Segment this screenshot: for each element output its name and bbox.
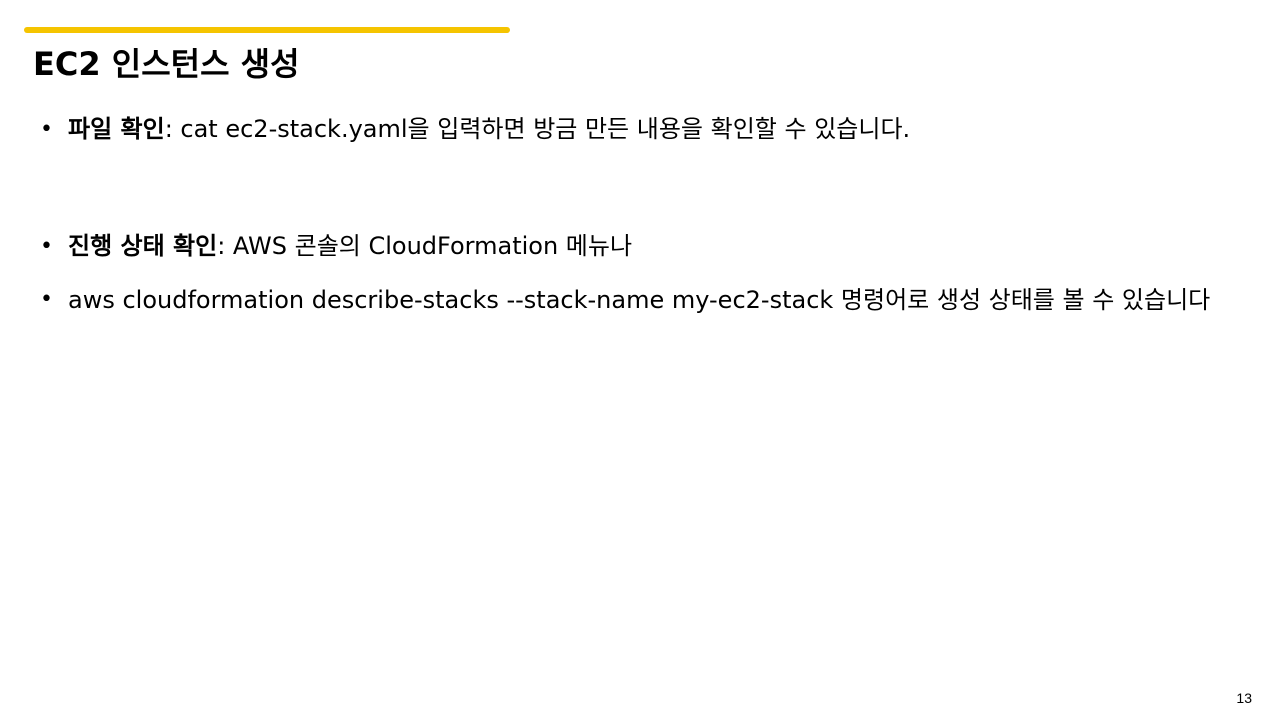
bullet-cli-command: • aws cloudformation describe-stacks --s… xyxy=(40,275,1218,325)
bullet-list: • 파일 확인: cat ec2-stack.yaml을 입력하면 방금 만든 … xyxy=(40,108,1230,325)
bullet-term: 파일 확인 xyxy=(68,115,165,143)
bullet-text: : AWS 콘솔의 CloudFormation 메뉴나 xyxy=(217,232,633,260)
bullet-marker: • xyxy=(40,234,53,259)
bullet-text: aws cloudformation describe-stacks --sta… xyxy=(68,286,1211,314)
bullet-term: 진행 상태 확인 xyxy=(68,232,218,260)
bullet-marker: • xyxy=(40,287,53,312)
title-accent-bar xyxy=(24,27,510,33)
bullet-marker: • xyxy=(40,117,53,142)
bullet-spacer xyxy=(40,151,1230,225)
bullet-text: : cat ec2-stack.yaml을 입력하면 방금 만든 내용을 확인할… xyxy=(164,115,911,143)
bullet-status-check: • 진행 상태 확인: AWS 콘솔의 CloudFormation 메뉴나 xyxy=(40,225,1230,268)
slide-title: EC2 인스턴스 생성 xyxy=(33,45,300,83)
page-number: 13 xyxy=(1236,690,1252,706)
bullet-file-check: • 파일 확인: cat ec2-stack.yaml을 입력하면 방금 만든 … xyxy=(40,108,1230,151)
